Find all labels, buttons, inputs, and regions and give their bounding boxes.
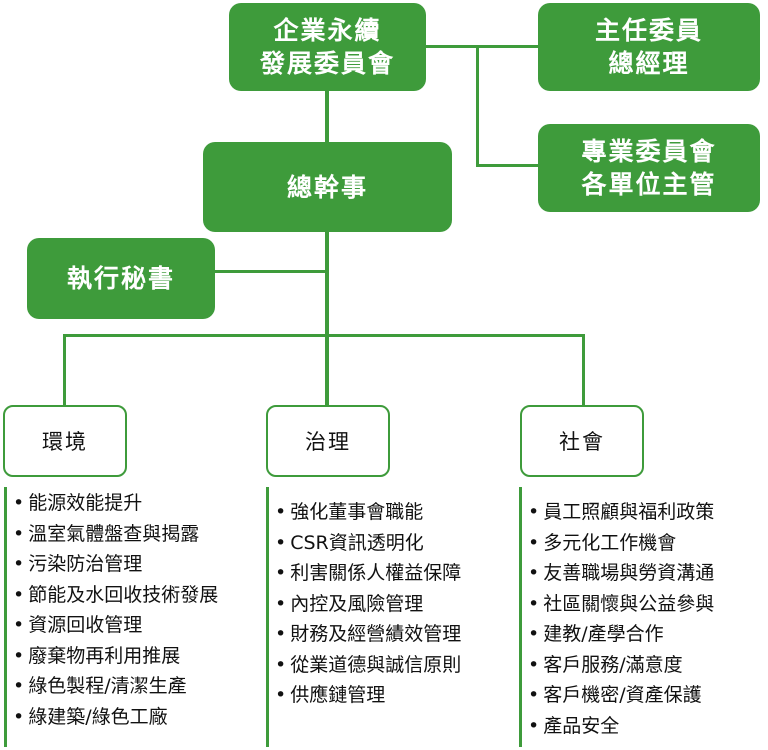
list-item: 員工照顧與福利政策: [528, 497, 764, 528]
list-item: 多元化工作機會: [528, 528, 764, 559]
chairman-line-1: 主任委員: [594, 16, 703, 45]
list-item: CSR資訊透明化: [275, 528, 506, 559]
list-item: 從業道德與誠信原則: [275, 650, 506, 681]
committee-line-2: 發展委員會: [259, 49, 395, 78]
social-item-list: 員工照顧與福利政策 多元化工作機會 友善職場與勞資溝通 社區關懷與公益參與 建教…: [519, 487, 764, 747]
list-item: 內控及風險管理: [275, 589, 506, 620]
executive-secretary-box: 執行秘書: [27, 238, 215, 319]
connector-to-governance: [325, 334, 329, 406]
special-committee-line-2: 各單位主管: [581, 170, 717, 199]
pillar-governance-box: 治理: [266, 405, 390, 477]
pillar-social-box: 社會: [520, 405, 644, 477]
list-item: 污染防治管理: [13, 549, 259, 580]
secretary-general-label: 總幹事: [286, 172, 368, 202]
environment-item-list: 能源效能提升 溫室氣體盤查與揭露 污染防治管理 節能及水回收技術發展 資源回收管…: [4, 487, 259, 747]
connector-branch-vertical: [476, 45, 479, 167]
pillar-environment-label: 環境: [42, 430, 88, 454]
list-item: 友善職場與勞資溝通: [528, 558, 764, 589]
list-item: 客戶機密/資產保護: [528, 680, 764, 711]
list-item: 綠建築/綠色工廠: [13, 702, 259, 733]
special-committee-box: 專業委員會 各單位主管: [538, 124, 760, 212]
list-item: 供應鏈管理: [275, 680, 506, 711]
connector-to-exec-secretary: [213, 270, 327, 273]
pillar-governance-label: 治理: [305, 430, 351, 454]
list-item: 溫室氣體盤查與揭露: [13, 519, 259, 550]
committee-line-1: 企業永續: [273, 16, 382, 45]
list-item: 資源回收管理: [13, 610, 259, 641]
list-item: 產品安全: [528, 711, 764, 742]
connector-trunk: [325, 230, 329, 337]
list-item: 能源效能提升: [13, 488, 259, 519]
list-item: 廢棄物再利用推展: [13, 641, 259, 672]
secretary-general-box: 總幹事: [203, 142, 452, 232]
list-item: 節能及水回收技術發展: [13, 580, 259, 611]
pillar-environment-box: 環境: [3, 405, 127, 477]
chairman-box: 主任委員 總經理: [538, 3, 760, 91]
connector-pillar-horizontal: [63, 334, 585, 337]
special-committee-line-1: 專業委員會: [581, 137, 717, 166]
governance-item-list: 強化董事會職能 CSR資訊透明化 利害關係人權益保障 內控及風險管理 財務及經營…: [266, 487, 506, 747]
executive-secretary-label: 執行秘書: [66, 264, 175, 293]
list-item: 建教/產學合作: [528, 619, 764, 650]
list-item: 社區關懷與公益參與: [528, 589, 764, 620]
pillar-social-label: 社會: [559, 430, 605, 454]
list-item: 客戶服務/滿意度: [528, 650, 764, 681]
connector-to-environment: [63, 334, 66, 406]
connector-committee-to-chair: [425, 45, 540, 48]
sustainability-committee-box: 企業永續 發展委員會: [229, 3, 426, 91]
list-item: 綠色製程/清潔生產: [13, 671, 259, 702]
list-item: 利害關係人權益保障: [275, 558, 506, 589]
connector-to-social: [582, 334, 585, 406]
list-item: 財務及經營績效管理: [275, 619, 506, 650]
list-item: 強化董事會職能: [275, 497, 506, 528]
connector-committee-to-secretary: [325, 88, 329, 144]
chairman-line-2: 總經理: [608, 49, 690, 78]
connector-to-special-committee: [476, 164, 540, 167]
